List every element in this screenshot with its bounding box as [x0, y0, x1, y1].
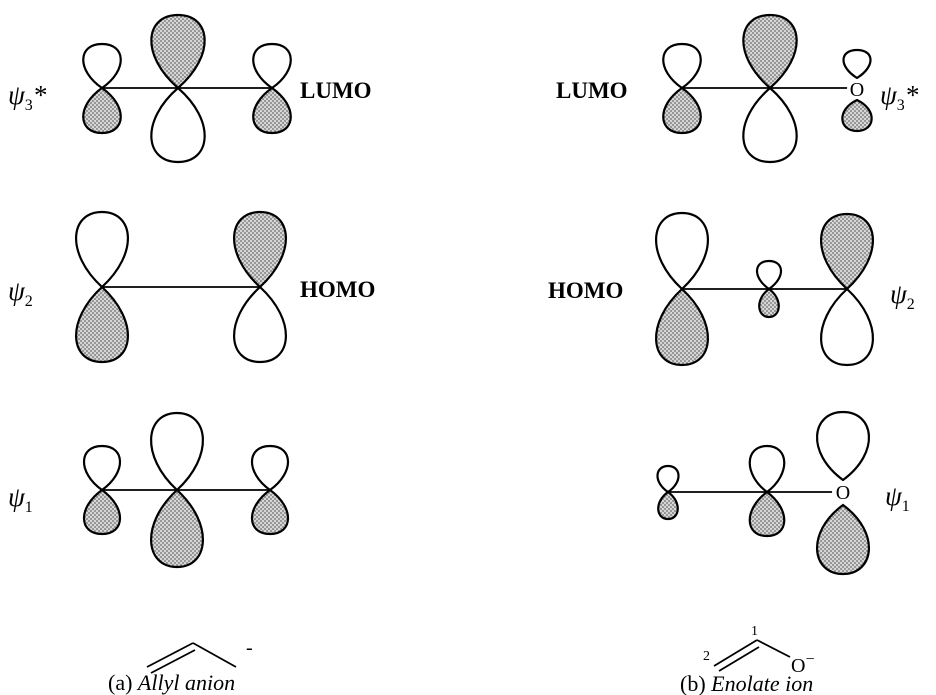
- allyl-psi3-c2-lower-lobe: [150, 86, 206, 164]
- allyl-anion-structure: [146, 642, 237, 674]
- allyl-psi2-orbitals: [75, 210, 287, 364]
- enolate-psi3-o-backdrop: [847, 79, 867, 99]
- allyl-charge: -: [246, 637, 253, 659]
- enolate-psi3-oxygen: O: [850, 79, 864, 101]
- enolate-psi1-c2-upper-lobe: [656, 464, 680, 494]
- enolate-psi3-c2-upper-lobe: [662, 42, 702, 90]
- enolate-homo-label: HOMO: [548, 278, 623, 303]
- allyl-psi1-c3-lower-lobe: [251, 488, 289, 536]
- allyl-psi1-c2-lower-lobe: [150, 488, 204, 569]
- allyl-psi3-c1-lower-lobe: [82, 86, 122, 135]
- enolate-psi1-label: ψ1: [885, 481, 910, 515]
- allyl-caption: (a) Allyl anion: [108, 670, 235, 695]
- allyl-psi2-c3-lower-lobe: [233, 285, 287, 364]
- enolate-psi2-c1-lower-lobe: [758, 287, 780, 319]
- allyl-psi1-c1-upper-lobe: [83, 444, 121, 492]
- enolate-psi3-c2-lower-lobe: [662, 86, 702, 135]
- allyl-psi3-c2-upper-lobe: [150, 13, 206, 90]
- allyl-psi2-c3-upper-lobe: [233, 210, 287, 289]
- enolate-psi1-orbitals: [656, 410, 870, 576]
- allyl-psi3-c3-lower-lobe: [252, 86, 292, 135]
- enolate-carbon-1-number: 1: [751, 624, 758, 639]
- enolate-lumo-label: LUMO: [556, 78, 628, 103]
- enolate-psi1-c1-upper-lobe: [748, 444, 786, 494]
- allyl-psi3-c3-upper-lobe: [252, 42, 292, 90]
- enolate-psi1-o-lower-lobe: [816, 503, 870, 576]
- enolate-psi2-label: ψ2: [890, 279, 915, 313]
- enolate-psi3-o-upper-lobe: [842, 48, 872, 80]
- allyl-psi2-label: ψ2: [8, 276, 33, 310]
- enolate-psi1-c1-lower-lobe: [748, 490, 786, 538]
- enolate-psi3-orbitals: [662, 13, 873, 164]
- allyl-psi1-c2-upper-lobe: [150, 411, 204, 492]
- enolate-caption: (b) Enolate ion: [680, 671, 813, 695]
- enolate-oxygen: O−: [791, 651, 814, 677]
- allyl-psi2-c1-lower-lobe: [75, 285, 129, 364]
- enolate-psi2-c2-lower-lobe: [655, 287, 709, 367]
- enolate-psi2-orbitals: [655, 211, 874, 367]
- allyl-psi3-c1-upper-lobe: [82, 42, 122, 90]
- enolate-psi1-oxygen: O: [836, 482, 850, 504]
- enolate-psi1-c2-lower-lobe: [657, 490, 679, 521]
- enolate-psi2-c1-upper-lobe: [755, 259, 783, 291]
- allyl-psi3-label: ψ3*: [8, 80, 47, 114]
- enolate-structure: [713, 639, 791, 672]
- allyl-psi3-orbitals: [82, 13, 292, 164]
- enolate-psi1-o-upper-lobe: [816, 410, 870, 482]
- allyl-psi1-label: ψ1: [8, 482, 33, 516]
- enolate-psi2-o-lower-lobe: [820, 287, 874, 367]
- enolate-psi3-o-lower-lobe: [841, 98, 873, 133]
- enolate-psi1-o-backdrop: [832, 481, 854, 503]
- enolate-psi2-o-upper-lobe: [820, 212, 874, 291]
- enolate-psi3-label: ψ3*: [880, 80, 919, 114]
- allyl-psi1-orbitals: [83, 411, 289, 569]
- enolate-psi3-c1-lower-lobe: [742, 86, 798, 164]
- enolate-carbon-2-number: 2: [703, 649, 710, 664]
- enolate-psi3-c1-upper-lobe: [742, 13, 798, 90]
- allyl-psi2-c1-upper-lobe: [75, 210, 129, 289]
- allyl-lumo-label: LUMO: [300, 78, 372, 103]
- allyl-psi1-c1-lower-lobe: [83, 488, 121, 536]
- allyl-homo-label: HOMO: [300, 277, 375, 302]
- allyl-psi1-c3-upper-lobe: [251, 444, 289, 492]
- enolate-psi2-c2-upper-lobe: [655, 211, 709, 291]
